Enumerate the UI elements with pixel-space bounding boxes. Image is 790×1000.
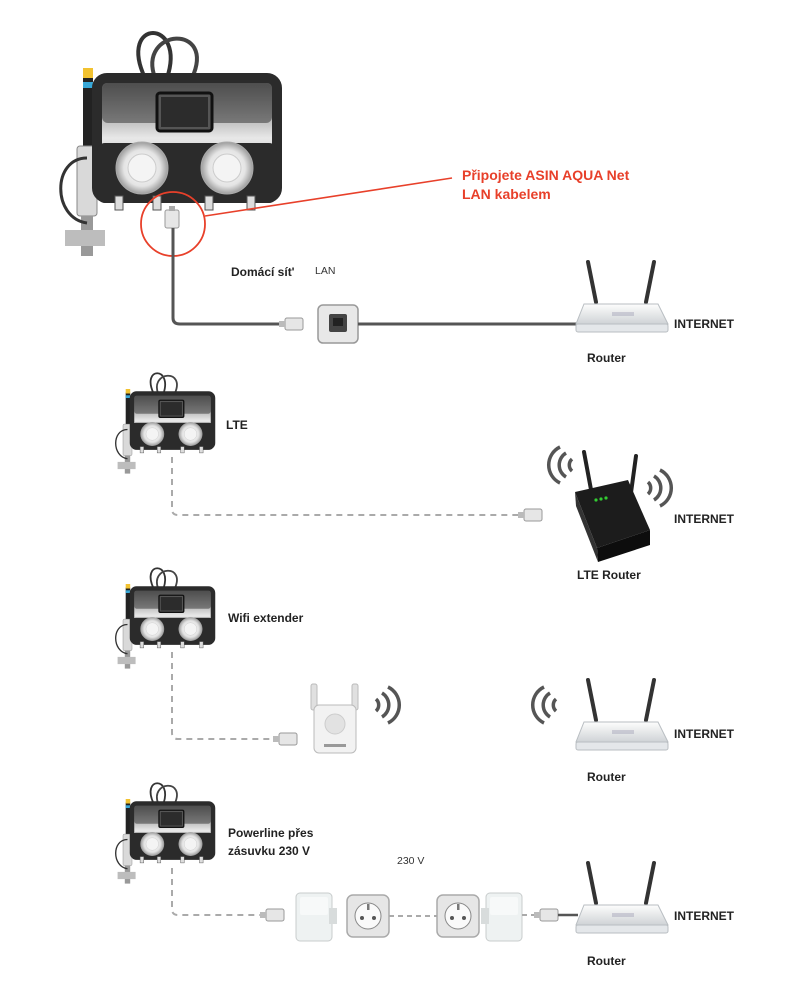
lan-connection-label: Domácí sít' [231, 265, 295, 279]
dosing-device-lte [116, 373, 213, 473]
lte-router-icon [575, 450, 650, 562]
lte-connector-icon [517, 508, 543, 522]
wifi-connector-icon [272, 732, 298, 746]
lan-internet-label: INTERNET [674, 317, 734, 331]
powerline-router-label: Router [587, 954, 626, 968]
powerline-adapter-right-icon [481, 892, 523, 942]
callout-line-2: LAN kabelem [462, 186, 551, 202]
power-socket-right-icon [436, 894, 480, 938]
wifi-connection-label: Wifi extender [228, 611, 304, 625]
powerline-dashed-link [171, 868, 263, 916]
lte-waves-right-icon [646, 468, 674, 508]
wifi-extender-icon [310, 683, 359, 754]
dosing-device-powerline [116, 783, 213, 883]
callout-text: Připojete ASIN AQUA Net LAN kabelem [462, 166, 629, 204]
wifi-extender-waves-icon [374, 685, 402, 725]
callout-line [204, 177, 453, 217]
powerline-internet-label: INTERNET [674, 909, 734, 923]
router-icon-powerline [574, 861, 670, 935]
lte-dashed-link [171, 457, 522, 516]
router-waves-icon [530, 685, 558, 725]
wifi-dashed-link [171, 652, 276, 740]
lte-internet-label: INTERNET [674, 512, 734, 526]
ethernet-socket-icon [317, 304, 359, 344]
router-icon-lan [574, 260, 670, 334]
wifi-internet-label: INTERNET [674, 727, 734, 741]
dosing-device-wifi [116, 568, 213, 668]
lte-router-label: LTE Router [577, 568, 641, 582]
lan-cable [171, 228, 285, 326]
lte-waves-left-icon [546, 445, 574, 485]
powerline-adapter-left-icon [295, 892, 337, 942]
lte-connection-label: LTE [226, 418, 248, 432]
callout-line-1: Připojete ASIN AQUA Net [462, 167, 630, 183]
lan-router-label: Router [587, 351, 626, 365]
wifi-router-label: Router [587, 770, 626, 784]
powerline-voltage-label: 230 V [397, 855, 425, 867]
powerline-connection-label: Powerline přes zásuvku 230 V [228, 824, 313, 860]
ethernet-connector-icon [278, 317, 304, 331]
lan-plug-icon [164, 206, 180, 229]
powerline-connector-icon [259, 908, 285, 922]
powerline-label-line-2: zásuvku 230 V [228, 844, 311, 858]
powerline-router-connector-icon [533, 908, 559, 922]
powerline-label-line-1: Powerline přes [228, 826, 314, 840]
lan-medium-label: LAN [315, 265, 336, 277]
router-icon-wifi [574, 678, 670, 752]
power-socket-left-icon [346, 894, 390, 938]
